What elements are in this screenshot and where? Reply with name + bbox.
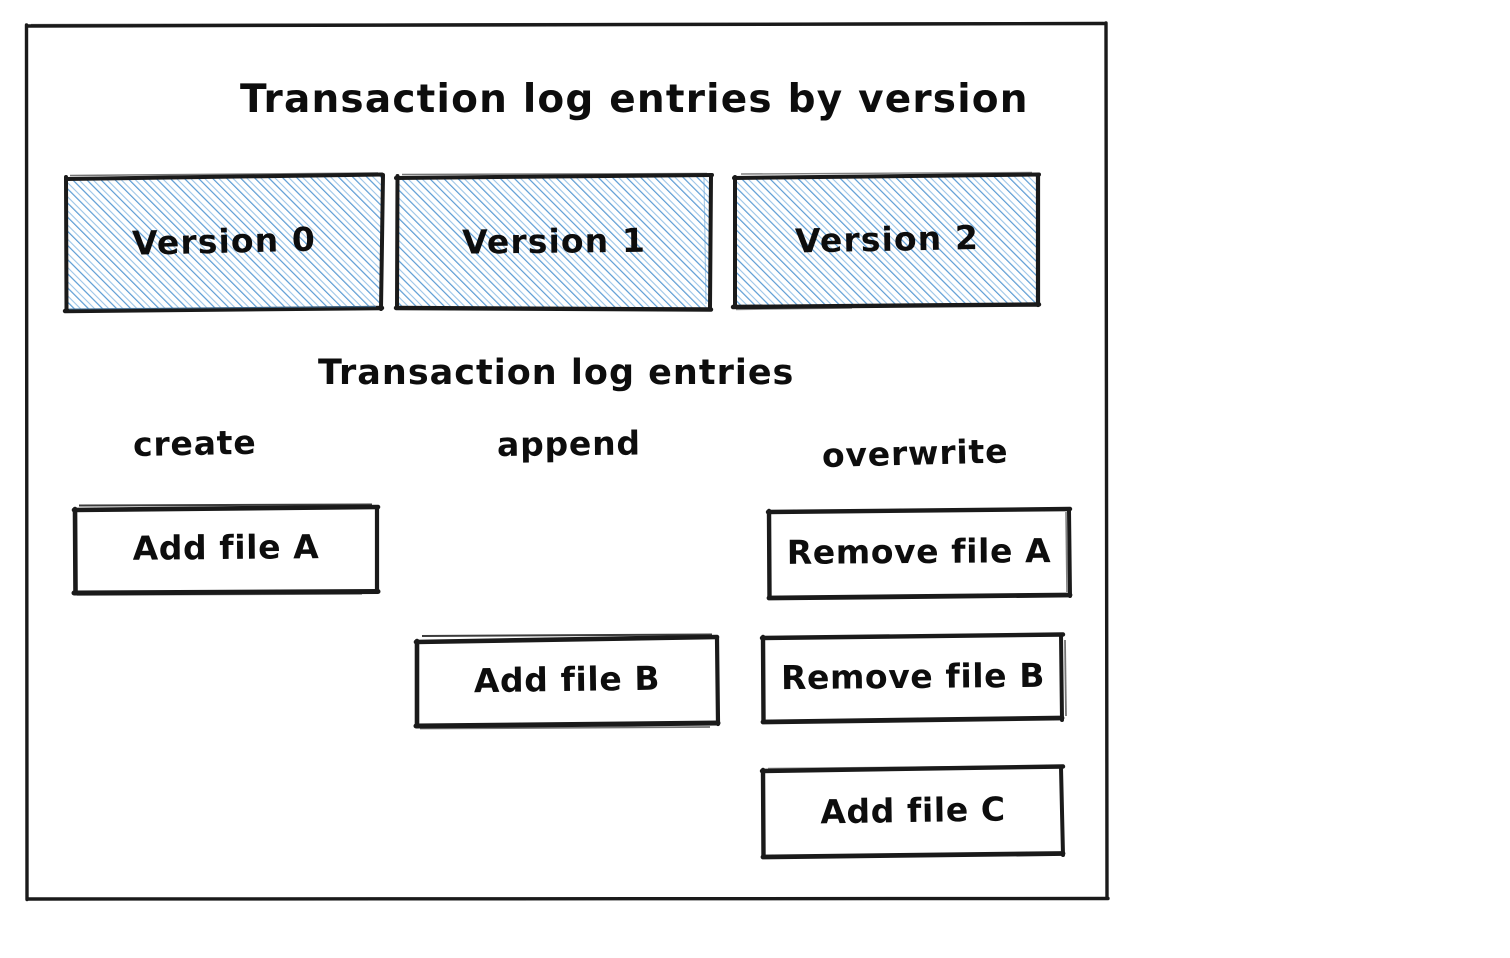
column-label-overwrite: overwrite [821, 431, 1009, 475]
version-box-0[interactable]: Version 0 [62, 172, 385, 314]
column-label-append: append [496, 423, 642, 464]
entry-box-add-file-b[interactable]: Add file B [413, 633, 721, 730]
version-box-1[interactable]: Version 1 [393, 172, 714, 312]
entry-box-remove-file-a[interactable]: Remove file A [765, 506, 1073, 601]
entry-box-add-file-c[interactable]: Add file C [759, 764, 1066, 860]
entry-box-add-file-a[interactable]: Add file A [71, 503, 381, 596]
page-title: Transaction log entries by version [240, 77, 1029, 122]
section-subtitle: Transaction log entries [318, 353, 795, 393]
column-label-create: create [132, 422, 257, 464]
entry-box-remove-file-b[interactable]: Remove file B [759, 632, 1067, 725]
diagram-frame [24, 21, 1110, 902]
version-box-2[interactable]: Version 2 [730, 170, 1042, 311]
